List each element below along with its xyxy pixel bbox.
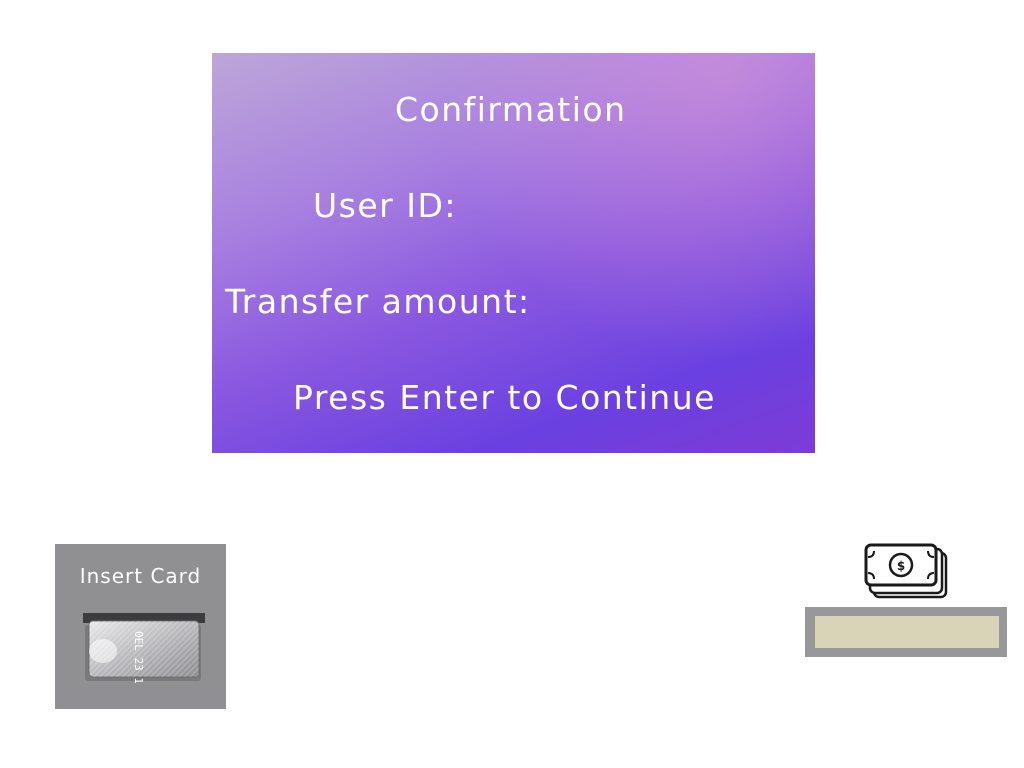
dollar-symbol: $: [897, 559, 905, 573]
atm-screen: Confirmation User ID: Transfer amount: P…: [212, 53, 815, 453]
screen-title: Confirmation: [395, 90, 627, 129]
insert-card-label: Insert Card: [79, 564, 202, 588]
svg-text:0EL 23 1890: 0EL 23 1890: [132, 631, 145, 683]
continue-prompt: Press Enter to Continue: [293, 378, 716, 417]
cash-stack-icon: $: [864, 543, 948, 599]
credit-card-icon: 0EL 23 1890: [83, 613, 205, 683]
cash-dispenser-tray[interactable]: [805, 607, 1007, 657]
user-id-label: User ID:: [313, 186, 457, 225]
cash-dispenser-slot: [815, 616, 999, 648]
transfer-amount-label: Transfer amount:: [225, 282, 531, 321]
insert-card-slot[interactable]: Insert Card 0EL 23 1890: [55, 544, 226, 709]
